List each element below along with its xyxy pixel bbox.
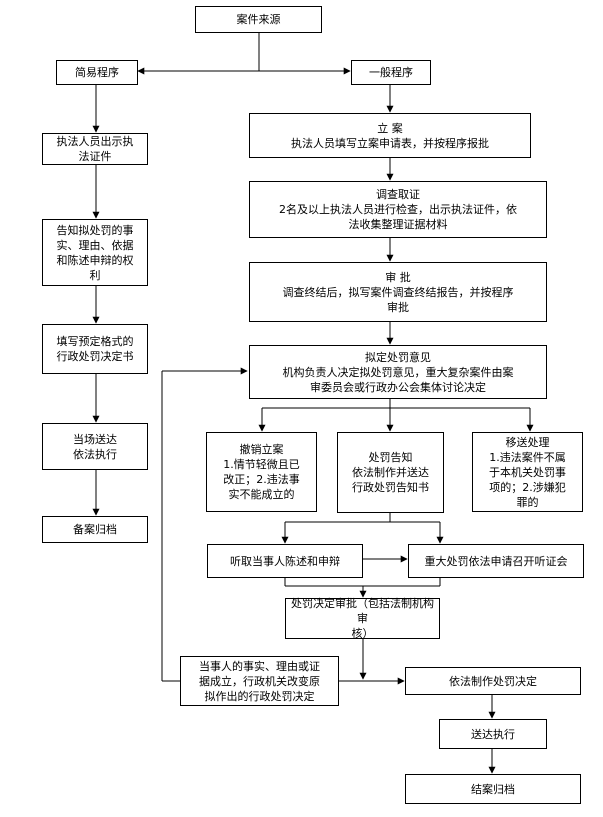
node-s4-line-2: 依法执行: [73, 447, 117, 461]
node-b1-line-1: 撤销立案: [239, 443, 284, 456]
node-b3-line-2: 1.违法案件不属: [489, 450, 566, 464]
node-facts-established: 当事人的事实、理由或证 据成立，行政机关改变原 拟作出的行政处罚决定: [180, 656, 339, 706]
node-e1-line: 依法制作处罚决定: [449, 674, 537, 688]
node-source: 案件来源: [195, 6, 322, 33]
node-g2-line-3: 法收集整理证据材料: [348, 218, 448, 231]
node-g3-line-1: 审 批: [385, 270, 411, 284]
node-fill-decision-form: 填写预定格式的 行政处罚决定书: [42, 324, 148, 374]
node-deliver-execute: 送达执行: [439, 719, 547, 749]
node-b1-line-3: 改正；2.违法事: [223, 473, 300, 486]
node-s2-line-4: 利: [89, 268, 101, 282]
node-source-line: 案件来源: [236, 13, 281, 26]
node-d1-line-1: 处罚决定审批（包括法制机构审: [291, 597, 434, 625]
node-c1-line-2: 据成立，行政机关改变原: [199, 674, 320, 688]
node-s3-line-1: 填写预定格式的: [56, 335, 134, 348]
node-close-case: 结案归档: [405, 774, 581, 804]
node-b1-line-2: 1.情节轻微且已: [223, 458, 300, 471]
node-hear-statements: 听取当事人陈述和申辩: [207, 544, 363, 578]
node-s2-line-3: 和陈述申辩的权: [56, 253, 134, 267]
node-revoke-case: 撤销立案 1.情节轻微且已 改正；2.违法事 实不能成立的: [206, 432, 317, 512]
node-s4-line-1: 当场送达: [73, 432, 117, 446]
node-s2-line-1: 告知拟处罚的事: [56, 223, 134, 237]
node-simple-line: 简易程序: [75, 66, 119, 79]
node-deliver-on-spot: 当场送达 依法执行: [42, 423, 148, 470]
node-g2-line-1: 调查取证: [376, 188, 420, 201]
node-e2-line: 送达执行: [471, 727, 515, 741]
node-penalty-notice: 处罚告知 依法制作并送达 行政处罚告知书: [337, 432, 444, 513]
node-g4-line-2: 机构负责人决定拟处罚意见，重大复杂案件由案: [282, 365, 514, 379]
node-h2-line: 重大处罚依法申请召开听证会: [424, 554, 568, 568]
node-h1-line: 听取当事人陈述和申辩: [230, 554, 340, 568]
node-s1-line-2: 法证件: [78, 150, 112, 163]
node-s3-line-2: 行政处罚决定书: [56, 350, 134, 363]
node-e3-line: 结案归档: [471, 782, 515, 796]
node-g4-line-1: 拟定处罚意见: [365, 350, 431, 364]
node-c1-line-3: 拟作出的行政处罚决定: [204, 689, 315, 703]
node-b1-line-4: 实不能成立的: [228, 488, 295, 501]
node-b2-line-2: 依法制作并送达: [352, 466, 429, 479]
node-g1-line-1: 立 案: [377, 121, 403, 135]
node-hearing-request: 重大处罚依法申请召开听证会: [408, 544, 584, 578]
node-c1-line-1: 当事人的事实、理由或证: [199, 659, 320, 673]
node-g2-line-2: 2名及以上执法人员进行检查，出示执法证件，依: [279, 203, 517, 216]
node-draft-penalty-opinion: 拟定处罚意见 机构负责人决定拟处罚意见，重大复杂案件由案 审委员会或行政办公会集…: [249, 345, 547, 399]
node-b2-line-3: 行政处罚告知书: [352, 481, 429, 494]
node-b3-line-1: 移送处理: [505, 435, 550, 449]
node-b2-line-1: 处罚告知: [368, 451, 413, 464]
node-show-credentials: 执法人员出示执 法证件: [42, 133, 148, 165]
node-d1-line-2: 核）: [351, 627, 374, 640]
node-g4-line-3: 审委员会或行政办公会集体讨论决定: [310, 380, 486, 394]
node-general-line: 一般程序: [369, 66, 413, 79]
node-g1-line-2: 执法人员填写立案申请表，并按程序报批: [291, 136, 489, 150]
node-decision-approval: 处罚决定审批（包括法制机构审 核）: [285, 597, 440, 640]
node-make-decision: 依法制作处罚决定: [405, 667, 581, 695]
node-g3-line-2: 调查终结后，拟写案件调查终结报告，并按程序: [282, 285, 514, 299]
node-s5-line: 备案归档: [73, 523, 117, 536]
node-s1-line-1: 执法人员出示执: [56, 135, 134, 148]
node-approval: 审 批 调查终结后，拟写案件调查终结报告，并按程序 审批: [249, 262, 547, 322]
node-g3-line-3: 审批: [387, 300, 409, 314]
node-b3-line-4: 项的；2.涉嫌犯: [489, 480, 566, 494]
node-s2-line-2: 实、理由、依据: [56, 238, 134, 252]
node-file-record: 备案归档: [42, 516, 148, 543]
node-general-procedure: 一般程序: [351, 60, 431, 85]
node-investigation: 调查取证 2名及以上执法人员进行检查，出示执法证件，依 法收集整理证据材料: [249, 181, 547, 238]
node-case-filing: 立 案 执法人员填写立案申请表，并按程序报批: [249, 113, 531, 158]
node-b3-line-5: 罪的: [516, 495, 539, 509]
node-b3-line-3: 于本机关处罚事: [489, 465, 566, 479]
node-inform-rights: 告知拟处罚的事 实、理由、依据 和陈述申辩的权 利: [42, 219, 148, 286]
node-simple-procedure: 简易程序: [56, 60, 138, 85]
node-transfer-handling: 移送处理 1.违法案件不属 于本机关处罚事 项的；2.涉嫌犯 罪的: [472, 432, 583, 512]
